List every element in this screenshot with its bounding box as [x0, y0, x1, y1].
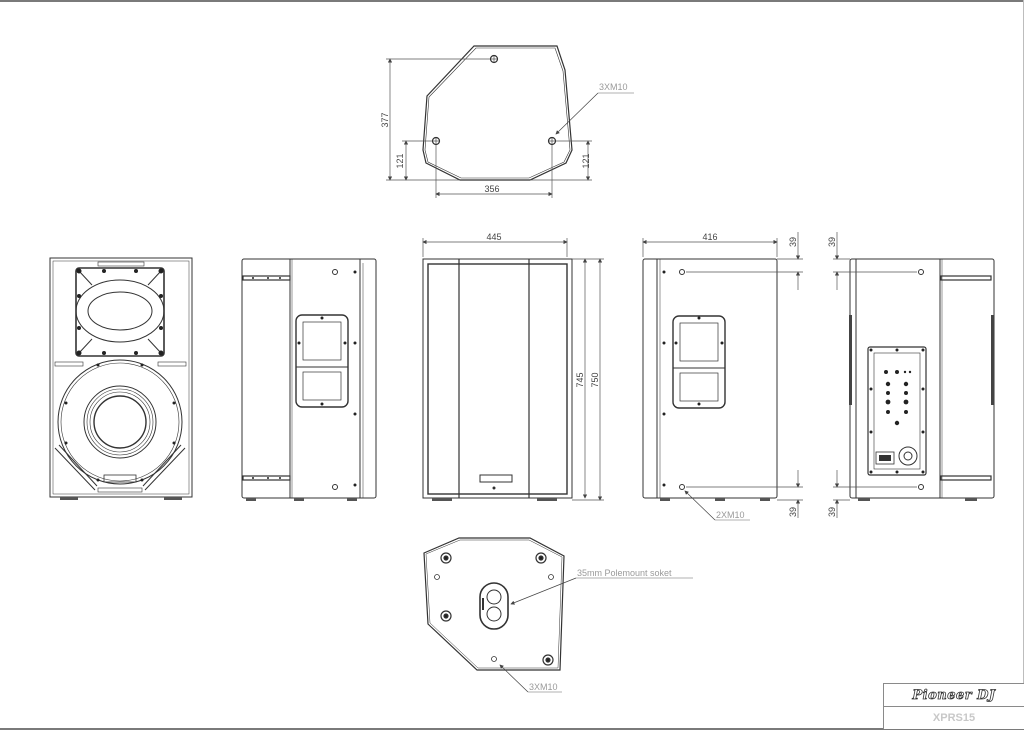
dim-top-hole-right: 121	[581, 153, 591, 168]
top-view-dimensions	[386, 58, 634, 198]
brand-logo: Pioneer DJ	[884, 684, 1024, 707]
dim-side-bottom-offset: 39	[788, 507, 798, 517]
dim-rear-bottom-offset: 39	[827, 507, 837, 517]
front-view-dimensions	[422, 238, 604, 501]
front-view	[422, 258, 573, 501]
callout-side-2xm10: 2XM10	[716, 510, 745, 520]
bottom-view	[423, 537, 565, 671]
side-view-right	[642, 258, 778, 501]
dim-top-depth: 377	[380, 112, 390, 127]
dim-top-hole-left: 121	[395, 153, 405, 168]
callout-bottom-3xm10: 3XM10	[529, 682, 558, 692]
dim-rear-top-offset: 39	[827, 237, 837, 247]
side-view-left	[241, 258, 377, 501]
front-view-no-grille	[49, 257, 193, 500]
dim-side-depth: 416	[702, 232, 717, 242]
rear-view-dimensions	[833, 232, 917, 518]
rear-view	[849, 258, 995, 501]
dim-top-hole-spacing: 356	[484, 184, 499, 194]
title-block: Pioneer DJ XPRS15	[883, 683, 1024, 729]
top-view	[422, 45, 573, 181]
dim-front-width: 445	[486, 232, 501, 242]
model-name: XPRS15	[932, 712, 976, 724]
sheet-border-bottom	[0, 728, 1024, 730]
bottom-view-callouts	[499, 577, 693, 693]
dim-side-top-offset: 39	[788, 237, 798, 247]
callout-polemount-socket: 35mm Polemount soket	[577, 568, 672, 578]
dim-front-cabinet-height: 745	[575, 372, 585, 387]
callout-top-3xm10: 3XM10	[599, 82, 628, 92]
dim-front-total-height: 750	[590, 372, 600, 387]
sheet-border-top	[0, 0, 1024, 2]
side-view-right-dimensions	[642, 232, 803, 521]
